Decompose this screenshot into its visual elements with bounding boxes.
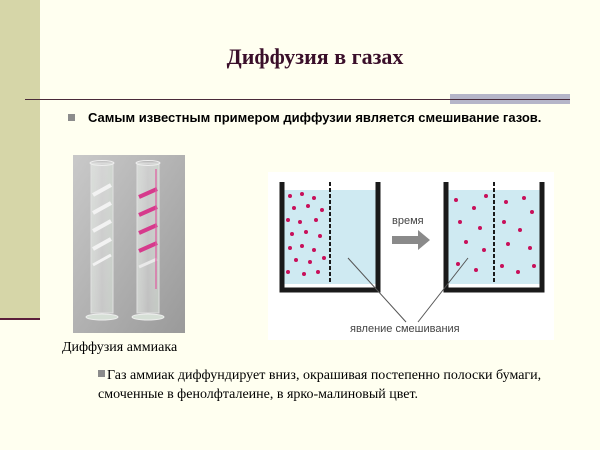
explanation-paragraph: Газ аммиак диффундирует вниз, окрашивая …: [98, 366, 568, 404]
arrow-label: время: [392, 215, 424, 227]
explanation-text: Газ аммиак диффундирует вниз, окрашивая …: [98, 368, 542, 402]
container-after: [443, 182, 545, 293]
left-accent-line: [0, 318, 40, 320]
main-bullet-text: Самым известным примером диффузии являет…: [88, 110, 542, 125]
diffusion-diagram: время явление смешивания: [268, 172, 554, 340]
mixing-label: явление смешивания: [350, 323, 460, 335]
ammonia-cylinders-photo: [73, 155, 185, 333]
title-rule: [25, 99, 570, 100]
bullet-square: [98, 370, 105, 377]
bullet-square: [68, 114, 75, 121]
time-arrow: [392, 230, 430, 250]
left-accent-band: [0, 0, 40, 320]
container-before: [279, 182, 381, 293]
slide-title: Диффузия в газах: [226, 44, 404, 69]
photo-caption: Диффузия аммиака: [62, 340, 178, 355]
